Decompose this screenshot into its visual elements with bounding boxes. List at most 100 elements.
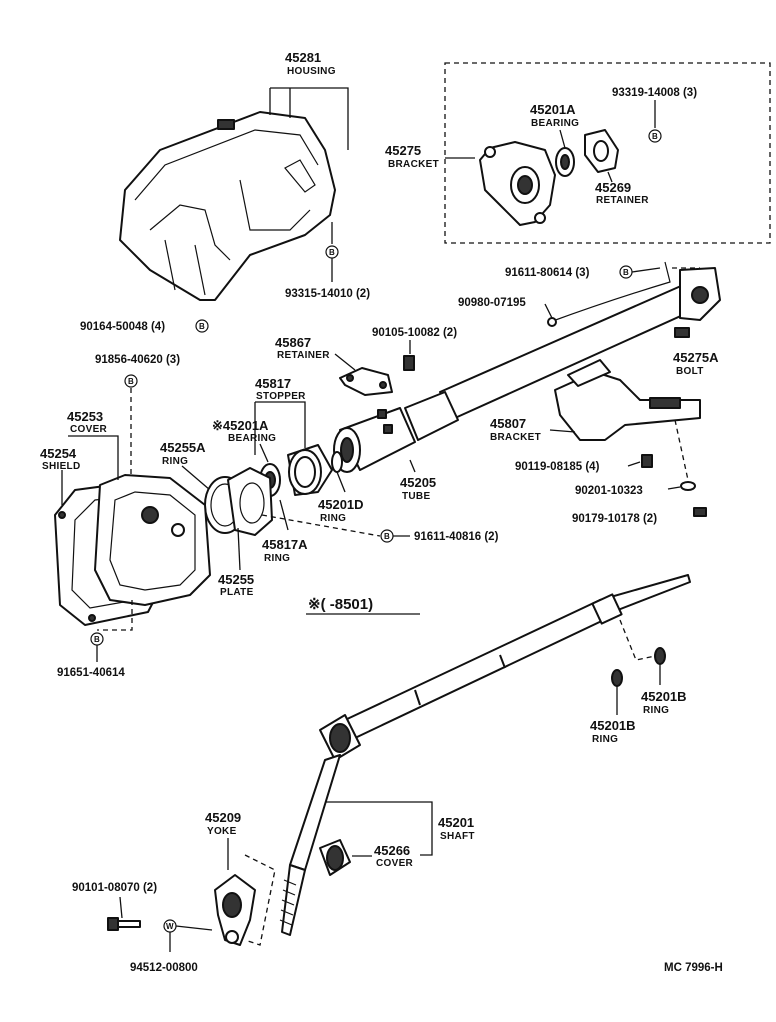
label-shield-desc: SHIELD: [42, 461, 80, 472]
marker-b-91651: B: [90, 632, 104, 646]
label-91611-80614: 91611-80614 (3): [505, 267, 590, 279]
svg-text:W: W: [166, 922, 174, 931]
label-yoke-desc: YOKE: [207, 826, 237, 837]
marker-b-91611-80614: B: [619, 265, 633, 279]
leader-45255: [237, 527, 241, 571]
leader-stopper: [254, 401, 306, 455]
label-bearing-a-pn: 45201A: [530, 102, 576, 117]
bracket-part: [479, 141, 556, 226]
nut-90179-part: [693, 507, 707, 517]
label-cover-desc: COVER: [70, 424, 108, 435]
label-yoke-pn: 45209: [205, 810, 241, 825]
nut-90201-part: [680, 481, 696, 491]
label-retainer-desc: RETAINER: [596, 195, 649, 206]
label-90201: 90201-10323: [575, 485, 643, 497]
bolt-90101-part: [107, 917, 141, 931]
label-drawing-id: MC 7996-H: [664, 962, 723, 974]
leader-shaft: [325, 801, 433, 856]
leader-tube: [409, 459, 416, 473]
label-plate-desc: PLATE: [220, 587, 254, 598]
label-tube-desc: TUBE: [402, 491, 430, 502]
label-94512: 94512-00800: [130, 962, 198, 974]
marker-b-91611-40816: B: [380, 529, 394, 543]
retainer-45867-part: [339, 367, 393, 396]
svg-text:B: B: [623, 268, 629, 277]
yoke-part: [214, 874, 256, 946]
svg-text:B: B: [94, 635, 100, 644]
leader-94512: [169, 925, 213, 952]
housing-part: [119, 111, 336, 301]
label-note: ※( -8501): [308, 596, 373, 613]
label-93315: 93315-14010 (2): [285, 288, 370, 300]
bolt-90105-part: [403, 355, 415, 371]
bolt-45275a-part: [674, 327, 690, 338]
marker-b-93319: B: [648, 129, 662, 143]
svg-text:B: B: [199, 322, 205, 331]
leader-bearing-note: [259, 443, 269, 463]
leader-bracket-45807: [549, 429, 576, 433]
tube-part: [333, 267, 721, 473]
svg-text:B: B: [329, 248, 335, 257]
label-90101: 90101-08070 (2): [72, 882, 157, 894]
label-shield-pn: 45254: [40, 446, 77, 461]
label-90980: 90980-07195: [458, 297, 526, 309]
label-cover2-pn: 45266: [374, 843, 410, 858]
dashed-90201: [674, 419, 689, 481]
dashed-45201b: [619, 619, 661, 661]
label-91651: 91651-40614: [57, 667, 125, 679]
leader-retainer: [607, 171, 613, 183]
label-90179: 90179-10178 (2): [572, 513, 657, 525]
leader-91651: [97, 600, 133, 631]
leader-90119: [627, 461, 641, 467]
label-ring-45201b2-desc: RING: [643, 705, 669, 716]
label-cover2-desc: COVER: [376, 858, 414, 869]
svg-text:B: B: [128, 377, 134, 386]
marker-w-94512: W: [163, 919, 177, 933]
cover-45253-part: [94, 474, 211, 606]
label-ring-45201b-pn: 45201B: [590, 718, 636, 733]
label-90105: 90105-10082 (2): [372, 327, 457, 339]
marker-b-93315: B: [325, 245, 339, 259]
label-shaft-desc: SHAFT: [440, 831, 475, 842]
label-plate-pn: 45255: [218, 572, 254, 587]
label-bearing-note-pn: ※45201A: [212, 418, 269, 433]
label-bearing-note-desc: BEARING: [228, 433, 276, 444]
bolt-90119-part: [641, 454, 653, 468]
leader-90980: [544, 303, 553, 319]
label-bracket-pn: 45275: [385, 143, 421, 158]
dashed-yoke-bracket: [244, 854, 276, 946]
label-ring-45255a-pn: 45255A: [160, 440, 206, 455]
label-ring-45201d-pn: 45201D: [318, 497, 364, 512]
label-ring-45255a-desc: RING: [162, 456, 188, 467]
leader-91611-40816: [261, 514, 381, 537]
label-bracket-desc: BRACKET: [388, 159, 439, 170]
label-93319: 93319-14008 (3): [612, 87, 697, 99]
leader-45817a: [279, 499, 289, 531]
ring-45201d-part: [331, 451, 343, 473]
leader-housing: [269, 87, 349, 150]
label-tube-pn: 45205: [400, 475, 436, 490]
bracket-group-box: [444, 62, 771, 244]
svg-text:B: B: [384, 532, 390, 541]
label-ring-45201b2-pn: 45201B: [641, 689, 687, 704]
ring-45201b2-part: [654, 647, 666, 665]
label-stopper-pn: 45817: [255, 376, 291, 391]
ground-wire: [549, 261, 671, 323]
cover-45266-part: [319, 839, 351, 876]
leader-45867: [334, 353, 356, 371]
label-ring-45817a-pn: 45817A: [262, 537, 308, 552]
label-retainer-pn: 45269: [595, 180, 631, 195]
retainer-45269-part: [584, 129, 619, 173]
label-housing-desc: HOUSING: [287, 66, 336, 77]
marker-b-91856: B: [124, 374, 138, 388]
label-cover-pn: 45253: [67, 409, 103, 424]
label-stopper-desc: STOPPER: [256, 391, 306, 402]
label-91856: 91856-40620 (3): [95, 354, 180, 366]
leader-cover: [68, 435, 119, 480]
leader-45201d: [336, 471, 346, 493]
label-ring-45817a-desc: RING: [264, 553, 290, 564]
bearing-45201a-part: [555, 147, 575, 177]
marker-b-90164: B: [195, 319, 209, 333]
